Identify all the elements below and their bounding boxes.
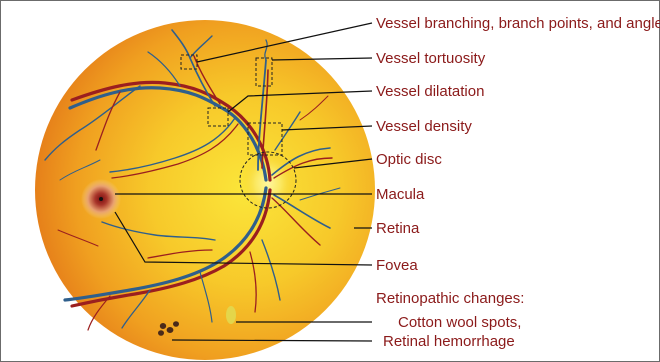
label-retina: Retina — [376, 220, 420, 237]
label-density: Vessel density — [376, 118, 472, 135]
label-retinopathic-changes: Retinopathic changes: — [376, 290, 524, 307]
label-cotton-wool: Cotton wool spots, — [398, 314, 521, 331]
fovea-dot — [99, 197, 103, 201]
cotton-wool-spot — [226, 306, 236, 324]
label-optic-disc: Optic disc — [376, 151, 442, 168]
label-tortuosity: Vessel tortuosity — [376, 50, 486, 67]
labels: Vessel branching, branch points, and ang… — [376, 15, 660, 350]
label-macula: Macula — [376, 186, 425, 203]
label-dilatation: Vessel dilatation — [376, 83, 484, 100]
label-fovea: Fovea — [376, 257, 418, 274]
label-hemorrhage: Retinal hemorrhage — [383, 333, 515, 350]
label-branching: Vessel branching, branch points, and ang… — [376, 15, 660, 32]
